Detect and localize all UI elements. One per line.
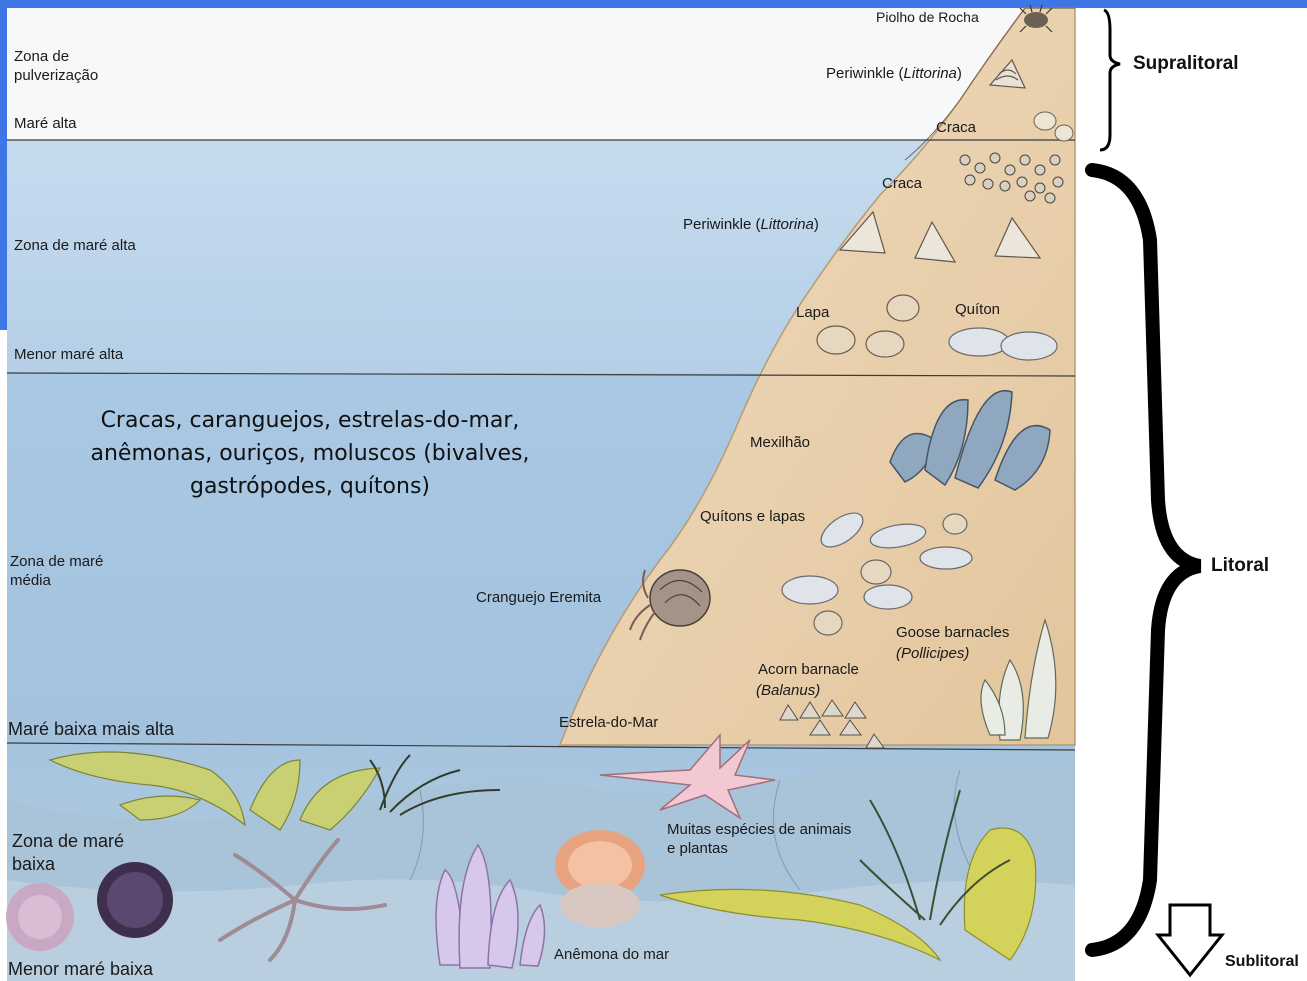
sea-anemone-illustration <box>555 830 645 927</box>
label-goose-barnacles-latin: (Pollicipes) <box>896 645 969 664</box>
summary-line-1: Cracas, caranguejos, estrelas-do-mar, <box>40 404 580 437</box>
summary-line-2: anêmonas, ouriços, moluscos (bivalves, <box>40 437 580 470</box>
label-lower-high-tide: Menor maré alta <box>14 346 123 365</box>
label-chiton: Quíton <box>955 301 1000 320</box>
label-barnacle-mid: Craca <box>882 175 922 194</box>
summary-text: Cracas, caranguejos, estrelas-do-mar, an… <box>40 404 580 503</box>
label-hermit-crab: Cranguejo Eremita <box>476 589 601 608</box>
label-spray-zone: Zona de pulverização <box>14 48 98 86</box>
label-sublittoral: Sublitoral <box>1225 953 1299 971</box>
label-mussel: Mexilhão <box>750 434 810 453</box>
sublittoral-arrow-icon <box>1158 905 1222 975</box>
label-limpet: Lapa <box>796 304 829 323</box>
label-periwinkle-top: Periwinkle (Littorina) <box>826 65 962 84</box>
label-higher-low-tide: Maré baixa mais alta <box>8 718 174 741</box>
supralittoral-bracket <box>1100 10 1120 150</box>
label-high-tide-zone: Zona de maré alta <box>14 237 136 256</box>
label-acorn-barnacle-latin: (Balanus) <box>756 682 820 701</box>
frame-left-bar <box>0 0 7 330</box>
label-barnacle-top: Craca <box>936 119 976 138</box>
summary-line-3: gastrópodes, quítons) <box>40 470 580 503</box>
label-acorn-barnacle: Acorn barnacle <box>758 661 859 680</box>
label-sea-anemone: Anêmona do mar <box>554 946 669 965</box>
label-middle-tide-zone: Zona de maré média <box>10 553 103 591</box>
label-many-species: Muitas espécies de animais e plantas <box>667 821 851 859</box>
label-littoral: Litoral <box>1211 555 1269 577</box>
label-periwinkle-mid: Periwinkle (Littorina) <box>683 216 819 235</box>
label-chitons-limpets: Quítons e lapas <box>700 508 805 527</box>
label-low-tide-zone: Zona de maré baixa <box>12 830 124 875</box>
label-rock-louse: Piolho de Rocha <box>876 9 979 27</box>
label-high-tide: Maré alta <box>14 115 77 134</box>
label-lowest-low-tide: Menor maré baixa <box>8 958 153 981</box>
frame-top-bar <box>0 0 1307 8</box>
label-starfish: Estrela-do-Mar <box>559 714 658 733</box>
label-goose-barnacles: Goose barnacles <box>896 624 1009 643</box>
label-supralittoral: Supralitoral <box>1133 53 1239 75</box>
littoral-bracket <box>1092 170 1200 950</box>
